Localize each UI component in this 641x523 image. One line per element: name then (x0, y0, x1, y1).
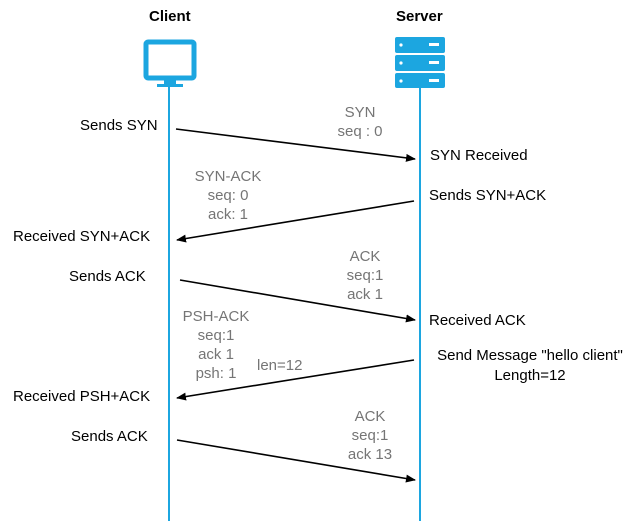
packet-ack-2-ack: ack 13 (347, 446, 393, 463)
packet-syn-ack-label: SYN-ACK seq: 0 ack: 1 (188, 167, 268, 224)
packet-syn-name: SYN (344, 104, 376, 121)
packet-psh-ack-len: len=12 (257, 357, 303, 374)
arrow-ack-1 (179, 279, 416, 323)
packet-psh-ack-ack: ack 1 (198, 346, 234, 363)
server-rack-icon (395, 37, 445, 88)
packet-ack-2-label: ACK seq:1 ack 13 (334, 407, 406, 464)
packet-syn-ack-ack: ack: 1 (207, 206, 249, 223)
packet-ack-2-seq: seq:1 (351, 427, 389, 444)
server-step-send-message-line2: Length=12 (494, 367, 566, 384)
server-step-sends-syn-ack: Sends SYN+ACK (429, 187, 547, 204)
packet-syn-label: SYN seq : 0 (325, 103, 395, 141)
packet-syn-ack-name: SYN-ACK (194, 168, 262, 185)
packet-syn-seq: seq : 0 (337, 123, 383, 140)
arrow-syn (175, 128, 416, 162)
arrow-psh-ack (176, 359, 415, 401)
packet-ack-1-label: ACK seq:1 ack 1 (330, 247, 400, 304)
packet-ack-2-name: ACK (354, 408, 386, 425)
server-step-send-message-line1: Send Message "hello client" (437, 347, 623, 364)
client-step-received-psh-ack: Received PSH+ACK (13, 388, 151, 405)
server-header: Server (396, 8, 443, 25)
monitor-icon (143, 39, 197, 87)
client-header: Client (149, 8, 191, 25)
packet-ack-1-ack: ack 1 (347, 286, 383, 303)
server-step-syn-received: SYN Received (430, 147, 528, 164)
packet-psh-ack-label: PSH-ACK seq:1 ack 1 psh: 1 (174, 307, 258, 383)
packet-psh-ack-psh: psh: 1 (195, 365, 237, 382)
packet-syn-ack-seq: seq: 0 (207, 187, 249, 204)
packet-ack-1-seq: seq:1 (346, 267, 384, 284)
packet-psh-ack-name: PSH-ACK (182, 308, 250, 325)
client-step-sends-syn: Sends SYN (80, 117, 158, 134)
server-step-received-ack: Received ACK (429, 312, 526, 329)
client-step-sends-ack-1: Sends ACK (69, 268, 146, 285)
packet-psh-ack-seq: seq:1 (197, 327, 235, 344)
server-step-send-message: Send Message "hello client" Length=12 (424, 347, 636, 384)
packet-ack-1-name: ACK (349, 248, 381, 265)
client-step-received-syn-ack: Received SYN+ACK (13, 228, 151, 245)
arrow-ack-2 (176, 439, 416, 483)
arrow-syn-ack (176, 200, 415, 243)
client-step-sends-ack-2: Sends ACK (71, 428, 148, 445)
